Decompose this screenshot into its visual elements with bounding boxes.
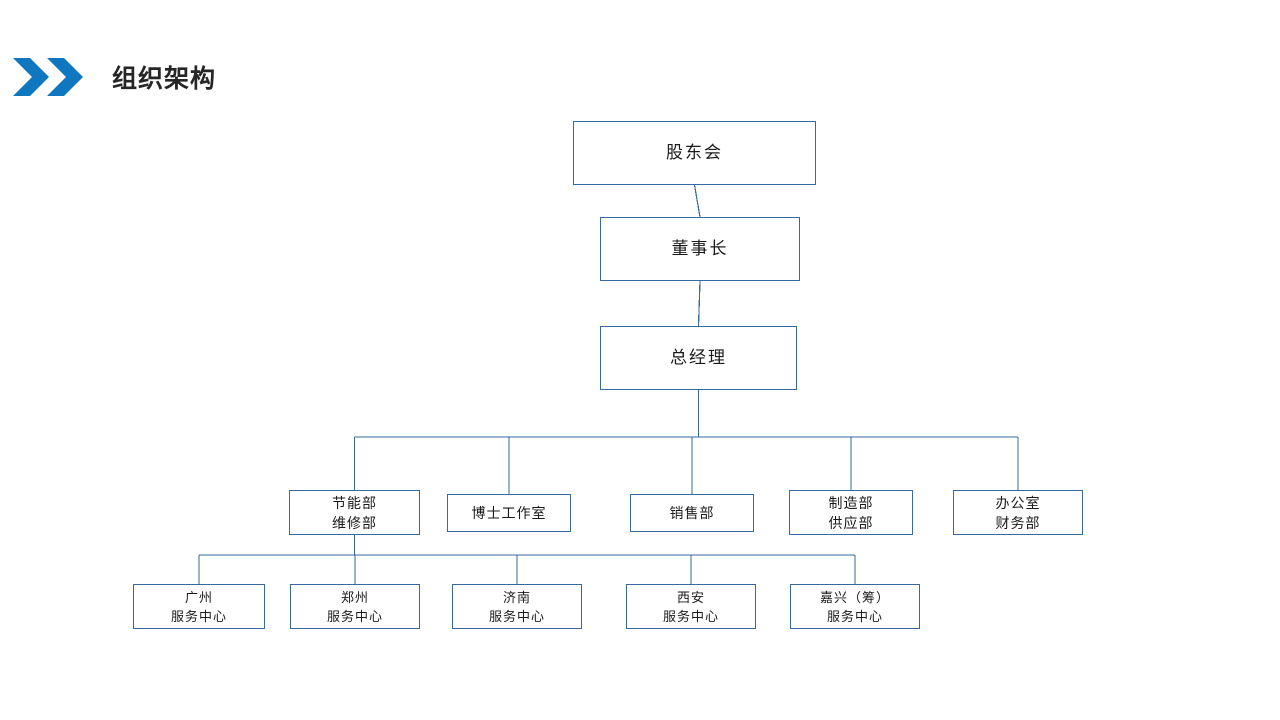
org-node-label: 嘉兴（筹） 服务中心	[819, 589, 890, 624]
slide-header: 组织架构	[0, 0, 1280, 115]
org-node-label: 节能部 维修部	[332, 494, 377, 531]
org-node-label: 销售部	[669, 505, 715, 521]
org-node-label: 广州 服务中心	[170, 589, 227, 624]
org-node-label: 郑州 服务中心	[326, 589, 383, 624]
org-node-general-manager: 总经理	[600, 326, 797, 390]
org-node-doctoral-studio: 博士工作室	[447, 494, 571, 532]
org-node-label: 股东会	[666, 143, 723, 162]
org-node-office-finance: 办公室 财务部	[953, 490, 1083, 535]
connector-shareholders-to-chairman	[693, 184, 701, 218]
page-title: 组织架构	[112, 65, 217, 93]
org-node-jinan-center: 济南 服务中心	[452, 584, 582, 629]
org-node-label: 办公室 财务部	[995, 494, 1041, 531]
org-node-jiaxing-center: 嘉兴（筹） 服务中心	[790, 584, 920, 629]
org-node-label: 济南 服务中心	[488, 589, 545, 624]
org-node-label: 制造部 供应部	[828, 494, 874, 531]
org-node-manufacturing-supply: 制造部 供应部	[789, 490, 913, 535]
org-node-label: 董事长	[671, 239, 729, 258]
connector-chairman-to-general-manager	[697, 280, 701, 327]
org-node-chairman: 董事长	[600, 217, 800, 281]
org-node-guangzhou-center: 广州 服务中心	[133, 584, 265, 629]
org-node-label: 总经理	[670, 348, 727, 367]
org-node-sales: 销售部	[630, 494, 754, 532]
org-node-xian-center: 西安 服务中心	[626, 584, 756, 629]
org-node-zhengzhou-center: 郑州 服务中心	[290, 584, 420, 629]
double-chevron-right-icon	[13, 58, 85, 96]
org-node-energy-maintenance: 节能部 维修部	[289, 490, 420, 535]
org-node-label: 博士工作室	[471, 505, 547, 521]
org-node-shareholders: 股东会	[573, 121, 816, 185]
org-node-label: 西安 服务中心	[662, 589, 719, 624]
